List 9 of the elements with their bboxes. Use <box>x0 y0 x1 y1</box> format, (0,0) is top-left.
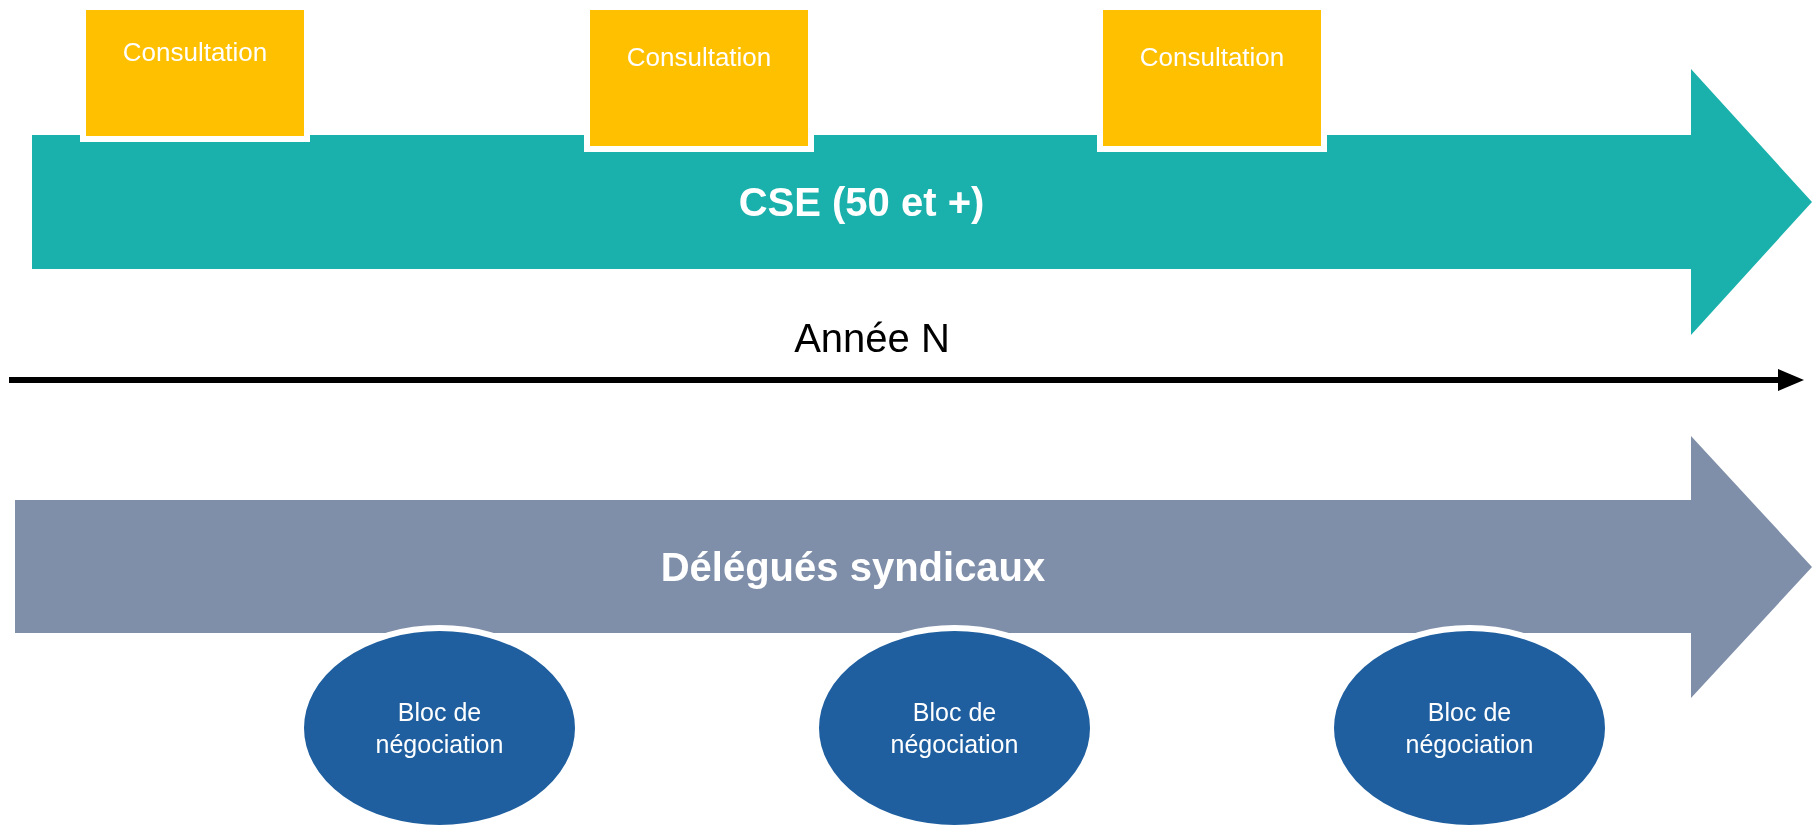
year-label: Année N <box>793 315 951 362</box>
arrow-title: CSE (50 et +) <box>738 179 985 226</box>
node-label: Bloc de négociation <box>374 696 505 760</box>
node-label: Bloc de négociation <box>889 696 1020 760</box>
node-label: Bloc de négociation <box>1404 696 1535 760</box>
node-label: Consultation <box>626 41 772 75</box>
node-label: Consultation <box>1139 41 1285 75</box>
arrow-title: Délégués syndicaux <box>660 543 1046 591</box>
node-label: Consultation <box>122 36 268 70</box>
